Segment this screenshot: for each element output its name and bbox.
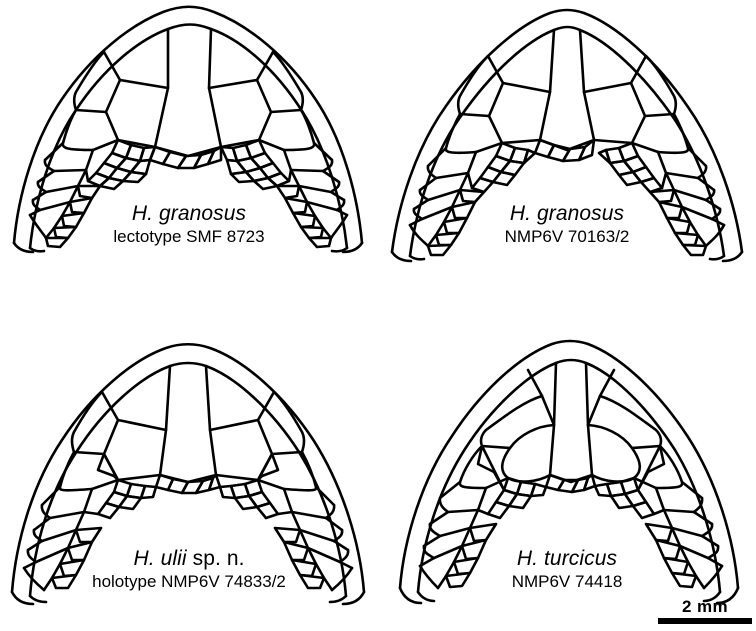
scale-bar-rule: [658, 618, 752, 624]
scale-bar: 2 mm: [658, 598, 752, 624]
panel-h-granosus-lectotype: H. granosus lectotype SMF 8723: [0, 0, 378, 300]
chin-scalation-drawing-1: [12, 5, 364, 254]
chin-scalation-drawing-2: [390, 8, 744, 263]
panel-h-turcicus: H. turcicus NMP6V 74418: [378, 330, 756, 630]
chin-scalation-drawing-3: [10, 342, 366, 606]
chin-scalation-drawing-4: [398, 339, 740, 605]
panel-h-ulii-holotype: H. ulii sp. n. holotype NMP6V 74833/2: [0, 330, 378, 630]
panel-h-granosus-nmp6v: H. granosus NMP6V 70163/2: [378, 0, 756, 300]
scale-bar-label: 2 mm: [681, 597, 728, 616]
